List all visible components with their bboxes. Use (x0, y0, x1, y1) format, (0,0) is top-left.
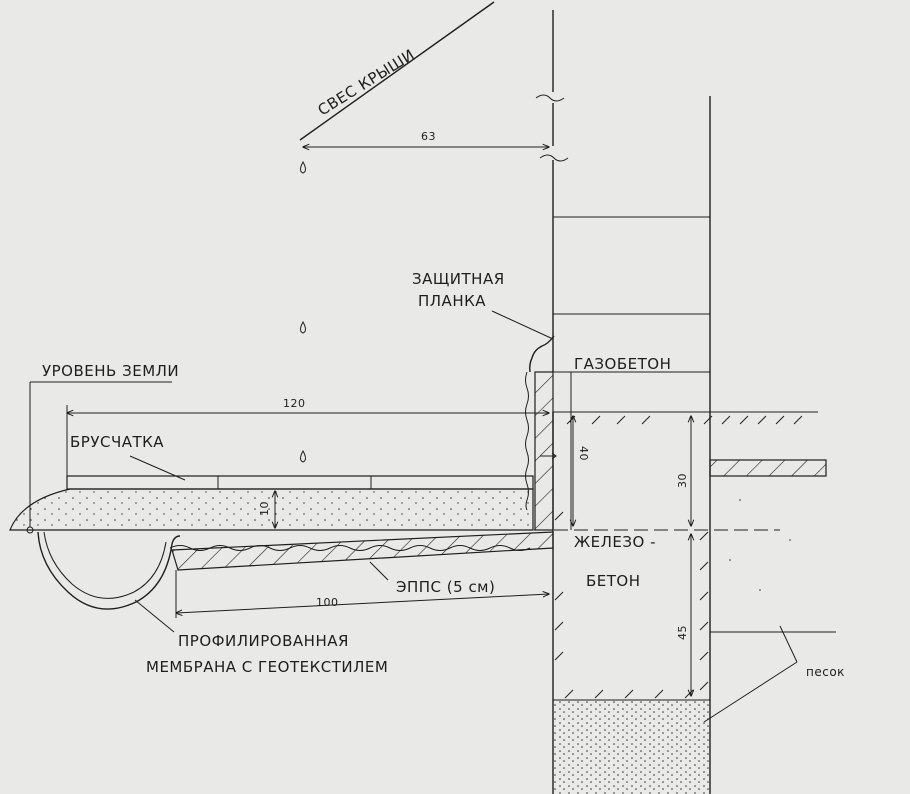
reinforced-concrete-label-line1: ЖЕЛЕЗО - (574, 533, 656, 551)
aerated-concrete-label: ГАЗОБЕТОН (574, 355, 671, 373)
overhang-width-dimension: 63 (421, 130, 436, 143)
above-ground-dimension: 30 (676, 473, 689, 488)
water-drop-icon (300, 160, 306, 463)
membrane-label-line1: ПРОФИЛИРОВАННАЯ (178, 632, 349, 650)
protective-strip-label-line1: ЗАЩИТНАЯ (412, 270, 505, 288)
membrane-label-line2: МЕМБРАНА С ГЕОТЕКСТИЛЕМ (146, 658, 388, 676)
sand-label: песок (806, 665, 845, 679)
ground-level-label: УРОВЕНЬ ЗЕМЛИ (42, 362, 179, 380)
sand-base (552, 499, 836, 794)
xps-width-dimension: 100 (316, 596, 339, 609)
roof-overhang (299, 1, 549, 147)
paving-label: БРУСЧАТКА (70, 433, 164, 451)
xps-insulation (171, 531, 554, 618)
building-wall (535, 10, 711, 412)
sand-cushion (9, 488, 534, 531)
protective-strip-label-line2: ПЛАНКА (418, 292, 486, 310)
sand-layer-dimension: 10 (258, 501, 271, 516)
reinforced-concrete-label-line2: БЕТОН (586, 572, 641, 590)
paving-width-dimension: 120 (283, 397, 306, 410)
xps-label: ЭППС (5 см) (396, 578, 495, 596)
below-ground-dimension: 45 (676, 625, 689, 640)
plinth-height-dimension: 40 (577, 446, 590, 461)
foundation-beam (552, 411, 818, 701)
floor-slab-stub (709, 459, 827, 477)
roof-overhang-label: СВЕС КРЫШИ (315, 45, 418, 119)
